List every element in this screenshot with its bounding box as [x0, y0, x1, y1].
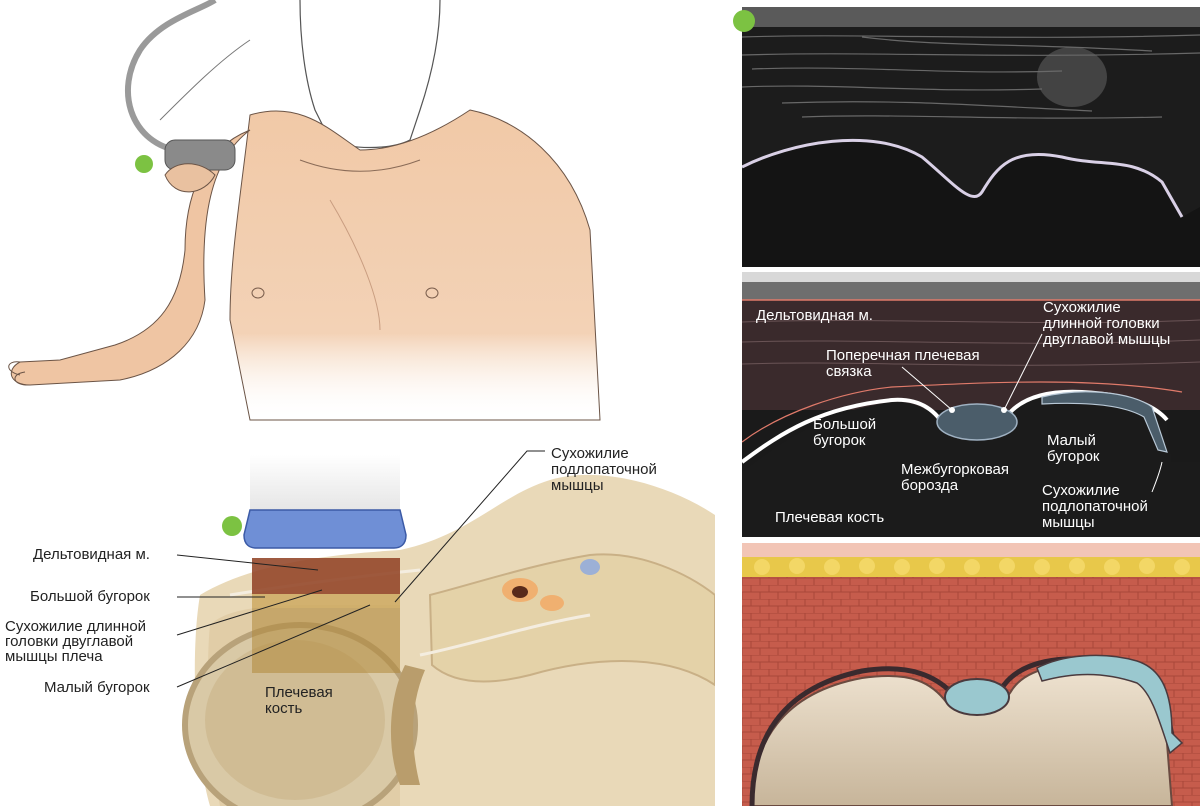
- label-section-deltoid: Дельтовидная м.: [33, 547, 150, 563]
- label-section-biceps-tendon: Сухожилие длинной головки двуглавой мышц…: [5, 619, 146, 664]
- label-us-humerus: Плечевая кость: [775, 510, 884, 526]
- label-us-groove: Межбугорковая борозда: [901, 462, 1009, 494]
- label-section-humerus: Плечевая кость: [265, 685, 333, 717]
- schematic-illustration: [742, 543, 1200, 806]
- label-us-biceps-tendon: Сухожилие длинной головки двуглавой мышц…: [1043, 300, 1170, 348]
- label-section-lesser-tubercle: Малый бугорок: [44, 680, 150, 696]
- label-us-deltoid: Дельтовидная м.: [756, 308, 873, 324]
- label-us-lesser-tubercle: Малый бугорок: [1047, 433, 1100, 465]
- label-us-subscap-tendon: Сухожилие подлопаточной мышцы: [1042, 483, 1148, 531]
- orientation-marker-ultrasound: [733, 10, 755, 32]
- label-us-greater-tubercle: Большой бугорок: [813, 417, 876, 449]
- ultrasound-image-raw: [742, 7, 1200, 267]
- label-us-transverse-ligament: Поперечная плечевая связка: [826, 348, 980, 380]
- label-section-greater-tubercle: Большой бугорок: [30, 589, 150, 605]
- label-section-subscap-tendon: Сухожилие подлопаточной мышцы: [551, 446, 657, 494]
